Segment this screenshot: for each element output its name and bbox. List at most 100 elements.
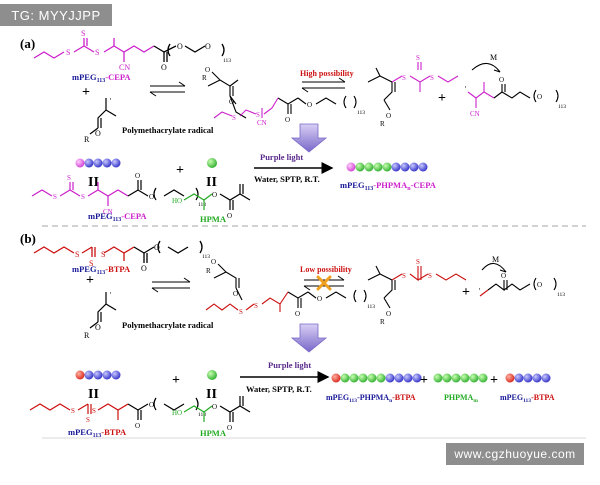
atom-o: O [227,212,232,220]
atom-o: O [177,42,183,51]
atom-s: S [81,193,85,201]
equilibrium-arrow-a2 [301,77,346,93]
atom-r: R [202,74,207,82]
plus-sign: + [462,285,470,300]
product2-name-b: PHPMAm [444,393,478,404]
atom-o: O [212,403,217,411]
equilibrium-arrow-a1 [149,81,186,97]
atom-s: S [430,74,434,82]
atom-s: S [89,259,93,268]
equals-sign: II [206,175,217,190]
atom-o: O [212,191,217,199]
atom-o: O [135,422,140,430]
plus-sign: + [82,85,90,100]
product1-name-b: mPEG113-PHPMAn-BTPA [326,393,416,404]
product-bead-chain-a [346,162,428,172]
atom-o: O [233,290,238,298]
atom-s: S [101,250,105,259]
subscript-113: 113 [202,254,210,260]
atom-o: O [154,243,160,252]
plus-sign: + [86,273,94,288]
hpma-bead [207,370,217,380]
atom-o: O [229,98,234,106]
atom-s: S [416,54,420,62]
atom-s: S [92,407,96,415]
plus-sign: + [172,373,180,388]
equals-sign: II [88,175,99,190]
radical-dot: · [109,288,112,298]
big-down-arrow-a [290,123,328,153]
btpa-structure-2 [29,403,129,420]
subscript-113: 113 [557,292,565,298]
atom-o: O [307,101,312,109]
atom-s: S [75,250,79,259]
atom-s: S [232,114,236,122]
plus-sign: + [438,91,446,106]
atom-o: O [95,129,101,138]
atom-cn: CN [470,110,480,118]
atom-o: O [537,93,542,101]
radical-caption-b: Polymethacrylate radical [122,320,214,330]
reagent-b-name: mPEG113-BTPA [72,264,131,276]
subscript-113: 113 [198,412,206,418]
atom-o: O [499,76,504,84]
btpa-bead-chain [75,370,121,380]
radical-structure-b [89,292,117,329]
blocked-cross-icon [316,275,332,291]
atom-o: O [317,295,322,303]
atom-s: S [416,258,420,266]
atom-o: O [537,281,542,289]
atom-s: S [256,111,260,119]
atom-s: S [239,308,243,316]
atom-o: O [386,310,391,318]
atom-o: O [205,42,211,51]
radical-dot: · [478,284,481,294]
atom-r: R [380,318,385,326]
atom-o: O [141,264,147,273]
equals-sign: II [206,387,217,402]
equilibrium-arrow-b2 [303,275,345,291]
cepa-structure-2 [31,182,129,206]
plus-sign: + [420,373,428,388]
atom-s: S [67,174,71,182]
monomer-m-label: M [492,255,499,264]
btpa-structure [33,246,135,261]
plus-sign: + [176,163,184,178]
atom-s: S [66,48,70,57]
hpma-label-a: HPMA [200,214,227,224]
reagent-a2-name: mPEG113-CEPA [88,211,147,223]
panel-b-label: (b) [20,231,36,246]
atom-cn: CN [119,63,130,72]
product3-name-b: mPEG113-BTPA [500,393,555,404]
atom-s: S [254,302,258,310]
atom-o: O [149,401,154,409]
big-down-arrow-b [290,323,328,353]
subscript-113: 113 [558,104,566,110]
reagent-a-name: mPEG113-CEPA [72,72,131,84]
product1-bead-chain-b [331,373,422,383]
purple-light-label-a: Purple light [260,152,303,162]
atom-s: S [53,193,57,201]
cepa-bead-chain [75,158,121,168]
hpma-bead [207,158,217,168]
product3-bead-chain-b [505,373,551,383]
plus-sign: + [490,373,498,388]
atom-o: O [95,323,101,332]
conditions-label-a: Water, SPTP, R.T. [254,174,320,184]
product-a-name: mPEG113-PHPMAn-CEPA [340,180,437,192]
atom-r: R [380,120,385,128]
radical-structure-a [89,98,117,135]
reagent-b2-name: mPEG113-BTPA [68,427,127,439]
atom-cn: CN [257,119,267,127]
atom-s: S [81,29,85,38]
panel-a-label: (a) [20,36,35,51]
conditions-label-b: Water, SPTP, R.T. [246,384,312,394]
radical-dot: · [464,82,467,92]
equals-sign: II [88,387,99,402]
atom-r: R [206,267,211,275]
atom-s: S [86,416,90,424]
atom-r: R [84,135,90,144]
subscript-113: 113 [357,110,365,116]
atom-o: O [211,258,216,266]
